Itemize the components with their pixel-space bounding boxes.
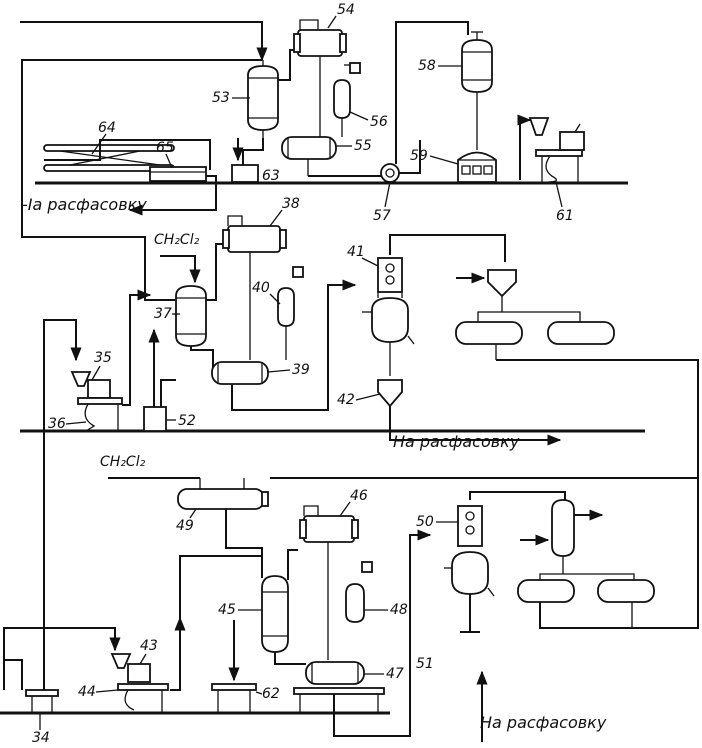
label-64: 64 xyxy=(98,120,116,136)
condenser-49 xyxy=(177,478,269,578)
pipe-top-feed xyxy=(20,21,268,62)
solvent-label-upper: CH₂Cl₂ xyxy=(154,232,200,248)
label-34: 34 xyxy=(32,730,50,746)
pipe-54-top xyxy=(299,19,319,38)
label-47: 47 xyxy=(386,666,404,682)
label-43: 43 xyxy=(140,638,158,654)
machine-35 xyxy=(43,289,152,432)
label-41: 41 xyxy=(347,244,365,260)
receiver-56 xyxy=(333,62,361,137)
pipe-solvent-37 xyxy=(160,255,201,284)
packer-61 xyxy=(517,114,585,183)
label-45: 45 xyxy=(218,602,236,618)
reactor-41 xyxy=(362,234,506,376)
vessel-37 xyxy=(175,285,207,347)
label-52: 52 xyxy=(178,413,196,429)
pipe-53-54 xyxy=(278,49,298,81)
vessel-63 xyxy=(231,138,264,183)
equipment-labels: 54 53 56 55 58 59 64 65 63 57 61 38 41 4… xyxy=(32,2,574,746)
condenser-38 xyxy=(222,215,287,360)
label-63: 63 xyxy=(262,168,280,184)
label-56: 56 xyxy=(370,114,388,130)
pipe-37-39 xyxy=(190,346,214,370)
machine-43 xyxy=(3,555,262,712)
conveyor-64 xyxy=(43,139,211,172)
label-50: 50 xyxy=(416,514,434,530)
note-to-packaging-middle: На расфасовку xyxy=(393,432,520,451)
tank-55 xyxy=(281,136,337,176)
pipe-57-58 xyxy=(395,21,469,174)
solvent-label-lower: CH₂Cl₂ xyxy=(100,454,146,470)
label-46: 46 xyxy=(350,488,368,504)
label-55: 55 xyxy=(354,138,372,154)
pipe-37-38 xyxy=(206,243,225,301)
note-to-packaging-upper: -Iа расфасовку xyxy=(22,195,147,214)
label-58: 58 xyxy=(418,58,436,74)
label-62: 62 xyxy=(262,686,280,702)
label-44: 44 xyxy=(78,684,96,700)
label-54: 54 xyxy=(337,2,355,18)
vessel-52 xyxy=(143,328,176,432)
table-62 xyxy=(211,620,257,712)
label-42: 42 xyxy=(337,392,355,408)
label-65: 65 xyxy=(156,140,174,156)
column-45 xyxy=(261,549,306,665)
unit-59 xyxy=(457,151,497,183)
label-61: 61 xyxy=(556,208,574,224)
label-39: 39 xyxy=(292,362,310,378)
vessel-42 xyxy=(377,379,562,446)
label-49: 49 xyxy=(176,518,194,534)
tank-39 xyxy=(211,279,357,411)
separator-right-lower xyxy=(517,478,699,629)
reactor-50 xyxy=(444,491,566,633)
tank-47 xyxy=(293,529,432,737)
separator-right-middle xyxy=(455,269,699,478)
label-40: 40 xyxy=(252,280,270,296)
label-53: 53 xyxy=(212,90,230,106)
condenser-46 xyxy=(299,505,359,660)
vessel-53 xyxy=(247,60,279,138)
tank-58 xyxy=(461,31,493,150)
label-37: 37 xyxy=(154,306,172,322)
note-to-packaging-lower: На расфасовку xyxy=(480,713,607,732)
label-48: 48 xyxy=(390,602,408,618)
dryer-65 xyxy=(128,166,217,216)
label-35: 35 xyxy=(94,350,112,366)
label-36: 36 xyxy=(48,416,66,432)
label-57: 57 xyxy=(373,208,391,224)
pump-57 xyxy=(380,163,400,183)
table-34 xyxy=(3,431,59,712)
label-51: 51 xyxy=(416,656,434,672)
condenser-54 xyxy=(293,29,347,137)
receiver-40 xyxy=(277,266,304,360)
label-59: 59 xyxy=(410,148,428,164)
receiver-48 xyxy=(345,561,373,623)
label-38: 38 xyxy=(282,196,300,212)
